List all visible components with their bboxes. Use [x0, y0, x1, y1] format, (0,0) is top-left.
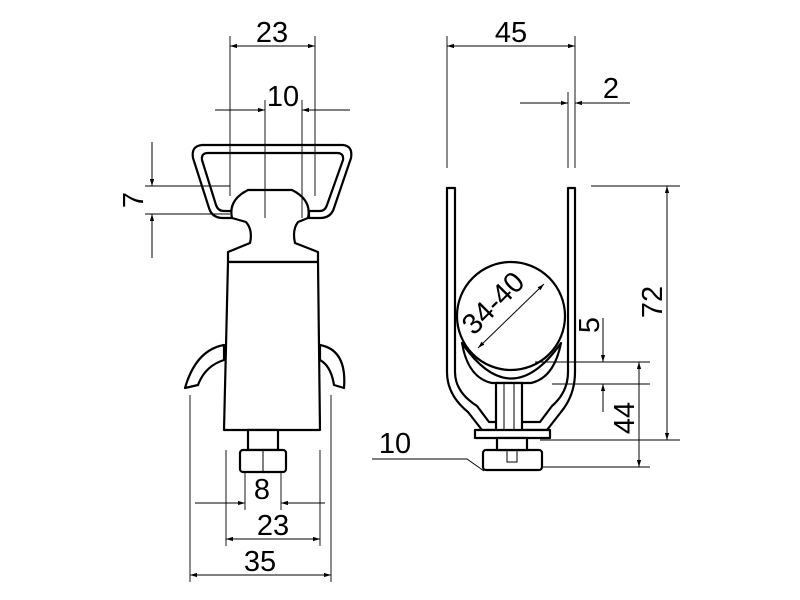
leader-10: [372, 458, 485, 472]
front-right-wing: [318, 343, 346, 390]
dim-label-23-bottom: 23: [257, 510, 289, 542]
dim-label-45: 45: [495, 17, 527, 49]
side-stem: [494, 381, 524, 435]
dim-label-10-screw: 10: [379, 428, 411, 460]
side-base: [473, 428, 552, 440]
front-view: [183, 143, 353, 474]
dim-label-44: 44: [609, 402, 641, 434]
dim-label-2: 2: [603, 73, 619, 105]
front-bracket: [191, 143, 353, 220]
dimension-labels: 23 10 7 8 23 35 45 2 34-40 5 44 72 10: [118, 17, 669, 578]
front-clip-head: [226, 188, 320, 264]
dim-label-5: 5: [574, 317, 606, 333]
side-cradle: [460, 341, 563, 385]
side-clip: [445, 186, 577, 432]
dim-line-34-40: [477, 283, 545, 349]
side-dimension-lines: [372, 43, 670, 472]
dim-label-8: 8: [254, 474, 270, 506]
dim-label-7: 7: [118, 192, 150, 208]
dim-label-35: 35: [244, 546, 276, 578]
side-screw: [481, 448, 544, 472]
front-left-wing: [183, 343, 226, 390]
front-dimension-lines: [149, 43, 350, 578]
dim-label-23-top: 23: [256, 17, 288, 49]
front-stem: [246, 428, 280, 452]
front-clip-body: [222, 260, 322, 432]
dim-label-72: 72: [637, 286, 669, 318]
dim-label-10: 10: [267, 81, 299, 113]
